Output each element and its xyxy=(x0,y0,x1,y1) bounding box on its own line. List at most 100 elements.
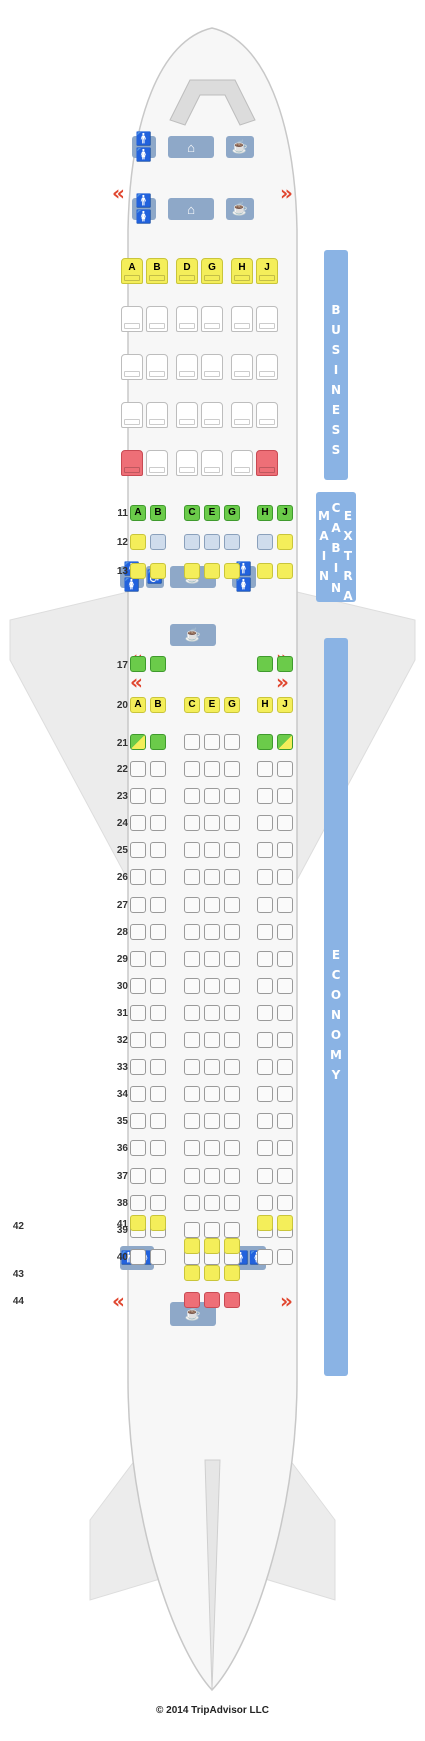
seat[interactable]: C xyxy=(184,697,200,713)
seat[interactable] xyxy=(277,923,293,940)
seat[interactable] xyxy=(224,1194,240,1211)
seat[interactable] xyxy=(204,788,220,805)
seat[interactable] xyxy=(277,1032,293,1048)
seat[interactable] xyxy=(150,1215,166,1231)
seat[interactable] xyxy=(184,761,200,777)
seat[interactable] xyxy=(277,563,293,579)
seat[interactable] xyxy=(277,1215,293,1231)
seat[interactable] xyxy=(184,815,200,832)
seat[interactable] xyxy=(204,1292,220,1308)
seat[interactable]: J xyxy=(256,258,278,284)
seat[interactable] xyxy=(277,842,293,859)
seat[interactable]: E xyxy=(204,697,220,713)
seat[interactable] xyxy=(130,1113,146,1130)
seat[interactable] xyxy=(256,306,278,332)
seat[interactable] xyxy=(150,1059,166,1076)
seat[interactable] xyxy=(204,1167,220,1184)
seat[interactable] xyxy=(201,402,223,428)
seat[interactable] xyxy=(224,563,240,579)
seat[interactable] xyxy=(130,896,146,913)
seat[interactable] xyxy=(130,656,146,672)
seat[interactable] xyxy=(277,734,293,750)
seat[interactable] xyxy=(130,1140,146,1157)
seat[interactable]: G xyxy=(201,258,223,284)
seat[interactable] xyxy=(231,402,253,428)
seat[interactable] xyxy=(184,1194,200,1211)
seat[interactable] xyxy=(176,354,198,380)
seat[interactable] xyxy=(277,1086,293,1103)
seat[interactable] xyxy=(184,534,200,550)
seat[interactable] xyxy=(204,1086,220,1103)
seat[interactable] xyxy=(184,734,200,750)
seat[interactable] xyxy=(204,950,220,967)
seat[interactable] xyxy=(150,923,166,940)
seat[interactable] xyxy=(257,788,273,805)
seat[interactable] xyxy=(224,869,240,886)
seat[interactable] xyxy=(277,761,293,777)
seat[interactable]: H xyxy=(257,505,273,521)
seat[interactable] xyxy=(277,788,293,805)
seat[interactable] xyxy=(231,450,253,476)
seat[interactable] xyxy=(184,1292,200,1308)
seat[interactable] xyxy=(130,563,146,579)
seat[interactable] xyxy=(150,1113,166,1130)
seat[interactable] xyxy=(184,1221,200,1238)
seat[interactable] xyxy=(184,977,200,994)
seat[interactable] xyxy=(277,656,293,672)
seat[interactable] xyxy=(224,1059,240,1076)
seat[interactable] xyxy=(130,869,146,886)
seat[interactable]: A xyxy=(130,505,146,521)
seat[interactable] xyxy=(130,534,146,550)
seat[interactable] xyxy=(150,1248,166,1265)
seat[interactable] xyxy=(257,1059,273,1076)
seat[interactable] xyxy=(204,1238,220,1254)
seat[interactable] xyxy=(257,869,273,886)
seat[interactable] xyxy=(277,534,293,550)
seat[interactable] xyxy=(176,402,198,428)
seat[interactable] xyxy=(257,734,273,750)
seat[interactable] xyxy=(277,950,293,967)
seat[interactable] xyxy=(277,896,293,913)
seat[interactable] xyxy=(121,306,143,332)
seat[interactable] xyxy=(184,1086,200,1103)
seat[interactable] xyxy=(150,950,166,967)
seat[interactable] xyxy=(224,1167,240,1184)
seat[interactable] xyxy=(257,815,273,832)
seat[interactable] xyxy=(121,354,143,380)
seat[interactable] xyxy=(224,950,240,967)
seat[interactable] xyxy=(277,977,293,994)
seat[interactable] xyxy=(130,1004,146,1021)
seat[interactable] xyxy=(204,1221,220,1238)
seat[interactable] xyxy=(277,1004,293,1021)
seat[interactable] xyxy=(257,923,273,940)
seat[interactable] xyxy=(184,1167,200,1184)
seat[interactable] xyxy=(277,1194,293,1211)
seat[interactable] xyxy=(256,450,278,476)
seat[interactable] xyxy=(184,1032,200,1048)
seat[interactable] xyxy=(257,950,273,967)
seat[interactable] xyxy=(150,842,166,859)
seat[interactable] xyxy=(224,815,240,832)
seat[interactable] xyxy=(130,1215,146,1231)
seat[interactable]: B xyxy=(150,505,166,521)
seat[interactable] xyxy=(150,761,166,777)
seat[interactable] xyxy=(204,815,220,832)
seat[interactable] xyxy=(224,896,240,913)
seat[interactable] xyxy=(224,761,240,777)
seat[interactable] xyxy=(204,977,220,994)
seat[interactable] xyxy=(257,1167,273,1184)
seat[interactable] xyxy=(201,354,223,380)
seat[interactable] xyxy=(184,1238,200,1254)
seat[interactable] xyxy=(150,1032,166,1048)
seat[interactable] xyxy=(130,1032,146,1048)
seat[interactable] xyxy=(277,815,293,832)
seat[interactable] xyxy=(204,761,220,777)
seat[interactable] xyxy=(224,1032,240,1048)
seat[interactable] xyxy=(201,450,223,476)
seat[interactable] xyxy=(130,734,146,750)
seat[interactable] xyxy=(224,534,240,550)
seat[interactable] xyxy=(184,1140,200,1157)
seat[interactable] xyxy=(184,842,200,859)
seat[interactable] xyxy=(121,450,143,476)
seat[interactable] xyxy=(184,923,200,940)
